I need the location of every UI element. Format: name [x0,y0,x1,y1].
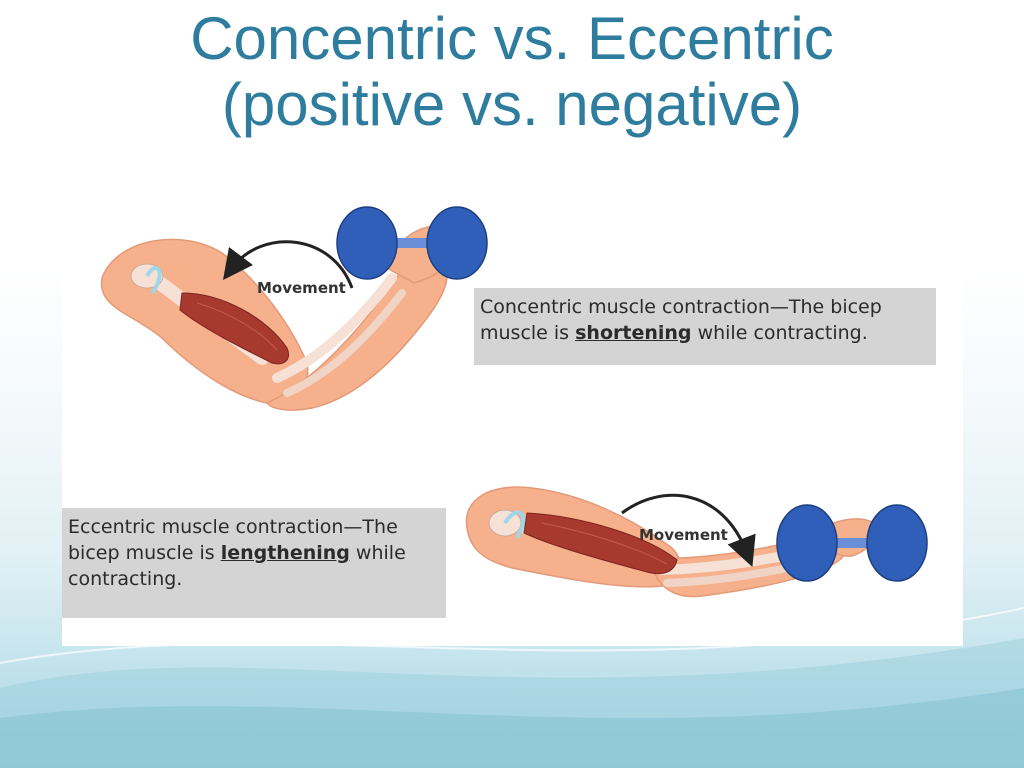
concentric-caption: Concentric muscle contraction—The bicep … [474,288,936,365]
concentric-arm-illustration: Movement [100,206,488,411]
title-line-1: Concentric vs. Eccentric [190,5,834,72]
eccentric-caption-emphasis: lengthening [220,542,350,564]
concentric-caption-text: Concentric muscle contraction—The bicep … [480,296,882,344]
slide-title: Concentric vs. Eccentric (positive vs. n… [0,6,1024,138]
title-line-2: (positive vs. negative) [221,71,803,138]
eccentric-caption-text: Eccentric muscle contraction—The bicep m… [68,516,398,564]
background-wave [0,607,1024,768]
eccentric-caption: Eccentric muscle contraction—The bicep m… [62,508,446,618]
eccentric-caption-end: while contracting. [68,542,406,590]
eccentric-arm-illustration: Movement [465,486,928,598]
concentric-caption-end: while contracting. [691,322,868,344]
concentric-caption-emphasis: shortening [575,322,692,344]
movement-label-bottom: Movement [639,526,728,544]
muscle-contraction-figure: Movement Movement [62,198,963,646]
movement-label-top: Movement [257,279,346,297]
arm-illustrations: Movement Movement [100,206,928,598]
